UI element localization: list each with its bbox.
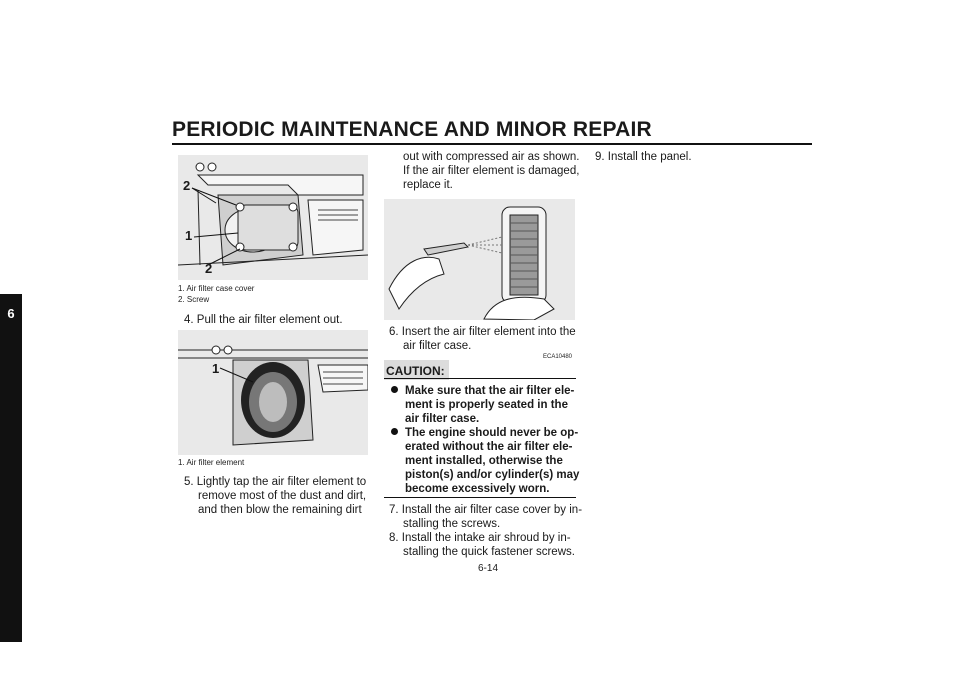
air-filter-case-illustration [177, 155, 369, 280]
figure-air-filter-element [178, 330, 369, 455]
caution-bullet-1-line-1: Make sure that the air filter ele- [391, 384, 574, 398]
caution-bullet-2-line-3: ment installed, otherwise the [405, 455, 563, 467]
page-number: 6-14 [477, 563, 498, 574]
caution-bullet-2-line-1: The engine should never be op- [391, 426, 578, 440]
step-8-line-1: 8. Install the intake air shroud by in- [389, 532, 571, 544]
step-5-cont-line-1: out with compressed air as shown. [403, 151, 580, 163]
step-6-line-1: 6. Insert the air filter element into th… [389, 326, 576, 338]
step-7-line-1: 7. Install the air filter case cover by … [389, 504, 583, 516]
callout-1: 1 [185, 228, 193, 243]
caution-label-box [384, 360, 449, 380]
caution-label: CAUTION: [386, 364, 445, 378]
compressed-air-illustration [384, 199, 575, 321]
bullet-dot [391, 386, 398, 393]
header-rule [172, 143, 812, 145]
figure-compressed-air-cleaning [384, 199, 575, 321]
bullet-text: Make sure that the air filter ele- [405, 385, 575, 397]
step-9: 9. Install the panel. [595, 151, 692, 163]
callout-2-bottom: 2 [205, 261, 213, 276]
step-6-line-2: air filter case. [403, 340, 472, 352]
caution-bullet-1-line-2: ment is properly seated in the [405, 399, 568, 411]
caution-code: ECA10480 [543, 354, 573, 360]
caution-top-rule [384, 378, 576, 379]
air-filter-element-illustration [178, 330, 369, 455]
step-4: 4. Pull the air filter element out. [184, 314, 343, 326]
bullet-text: The engine should never be op- [405, 427, 579, 439]
section-tab [0, 294, 22, 642]
section-tab-number: 6 [7, 306, 15, 321]
step-5-cont-line-2: If the air filter element is damaged, [403, 165, 580, 177]
figure1-caption-2: 2. Screw [178, 295, 210, 304]
step-5-line-1: 5. Lightly tap the air filter element to [184, 476, 367, 488]
caution-bullet-1-line-3: air filter case. [405, 413, 480, 425]
bullet-dot [391, 428, 398, 435]
figure2-caption-1: 1. Air filter element [178, 458, 245, 467]
step-7-line-2: stalling the screws. [403, 518, 501, 530]
step-8-line-2: stalling the quick fastener screws. [403, 546, 575, 558]
caution-bottom-rule [384, 497, 576, 498]
caution-bullet-2-line-2: erated without the air filter ele- [405, 441, 573, 453]
step-5-cont-line-3: replace it. [403, 179, 453, 191]
figure1-caption-1: 1. Air filter case cover [178, 284, 255, 293]
step-5-line-2: remove most of the dust and dirt, [198, 490, 367, 502]
caution-bullet-2-line-4: piston(s) and/or cylinder(s) may [405, 469, 580, 481]
callout-2-top: 2 [183, 178, 191, 193]
step-5-line-3: and then blow the remaining dirt [198, 504, 362, 516]
figure-air-filter-case-cover [177, 155, 369, 280]
callout-1-element: 1 [212, 361, 220, 376]
caution-bullet-2-line-5: become excessively worn. [405, 483, 550, 495]
page-title: PERIODIC MAINTENANCE AND MINOR REPAIR [172, 118, 652, 141]
